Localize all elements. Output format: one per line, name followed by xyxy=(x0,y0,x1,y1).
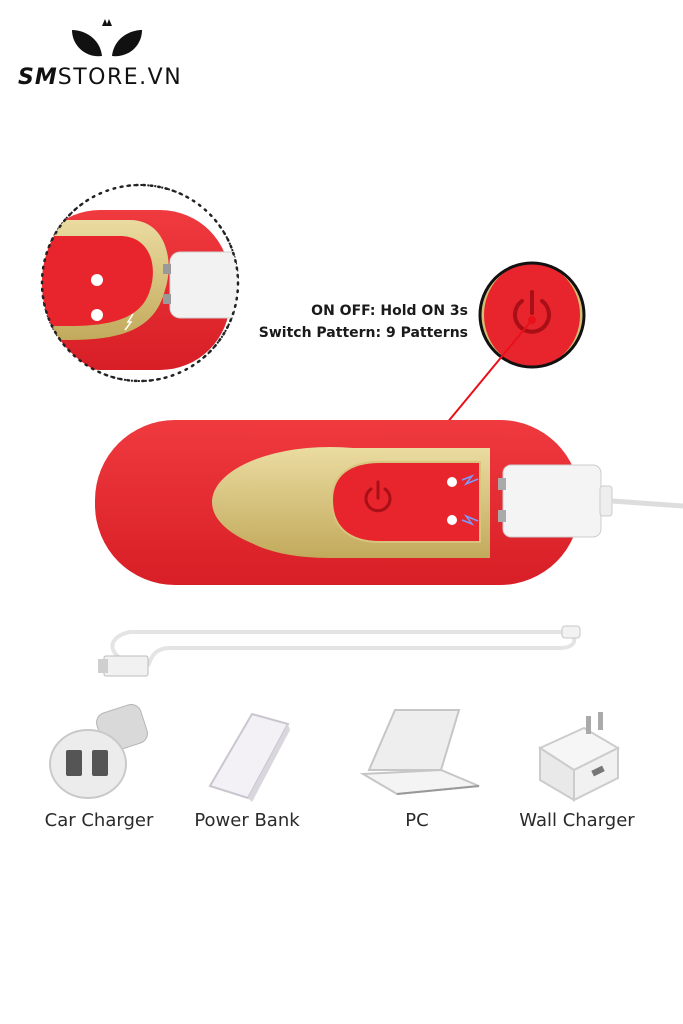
power-icon-small xyxy=(364,480,392,513)
pc-label: PC xyxy=(405,810,429,831)
wall-charger-label: Wall Charger xyxy=(519,810,635,831)
car-charger-label: Car Charger xyxy=(44,810,154,831)
charger-option-car: Car Charger xyxy=(24,700,174,840)
vibrator-device xyxy=(95,420,580,585)
usb-cable-icon xyxy=(98,625,581,677)
charger-option-power-bank: Power Bank xyxy=(172,700,322,840)
charging-contacts-zoom xyxy=(40,183,240,383)
power-callout: ON OFF: Hold ON 3s Switch Pattern: 9 Pat… xyxy=(250,300,468,344)
charger-option-wall: Wall Charger xyxy=(502,700,652,840)
car-charger-icon xyxy=(49,703,148,799)
power-bank-icon xyxy=(208,712,290,802)
power-button-zoom xyxy=(478,261,586,369)
laptop-icon xyxy=(359,709,480,796)
power-bank-label: Power Bank xyxy=(194,810,300,831)
brand-logo[interactable]: SMSTORE.VN xyxy=(18,14,188,94)
callout-switch-pattern: Switch Pattern: 9 Patterns xyxy=(258,325,468,341)
brand-name: SMSTORE.VN xyxy=(18,66,182,90)
brand-suffix: STORE.VN xyxy=(57,65,183,90)
callout-on-off: ON OFF: Hold ON 3s xyxy=(311,303,468,319)
crown-cat-ears-logo-icon xyxy=(72,19,142,57)
power-icon xyxy=(513,290,551,334)
charger-option-pc: PC xyxy=(342,700,492,840)
brand-prefix: SM xyxy=(18,65,58,90)
magnetic-charging-cable-icon xyxy=(498,464,683,538)
device-illustration xyxy=(40,183,683,677)
wall-charger-icon xyxy=(537,712,621,802)
